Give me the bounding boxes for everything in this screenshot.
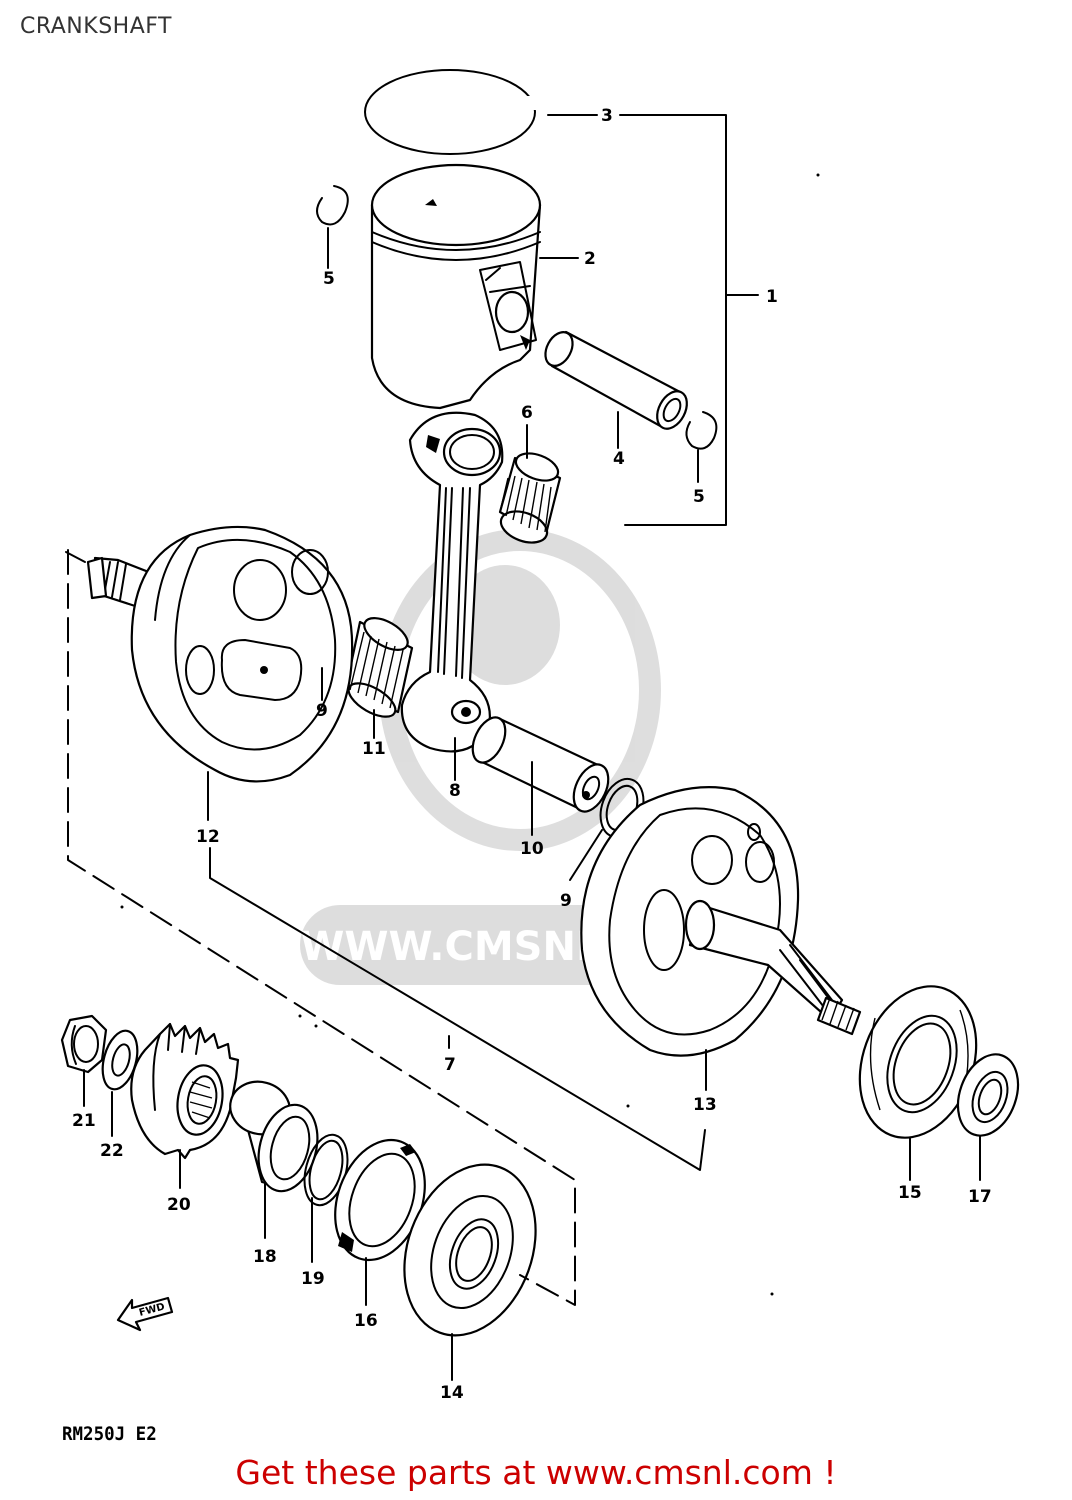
- callout-21: 21: [72, 1111, 96, 1131]
- callout-12: 12: [196, 827, 220, 847]
- piston-ring[interactable]: [364, 69, 538, 155]
- main-bearing-left[interactable]: [382, 1146, 559, 1354]
- scan-specks: [120, 173, 820, 1296]
- callout-2: 2: [584, 249, 596, 269]
- small-end-bearing[interactable]: [497, 448, 562, 548]
- big-end-bearing[interactable]: [343, 612, 414, 724]
- piston[interactable]: [370, 163, 542, 410]
- crankshaft-left[interactable]: [86, 525, 354, 783]
- callout-numbers: 1 2 3 4 5 5 6 7 8 9 9 10 11 12 13 14 15 …: [72, 106, 992, 1403]
- primary-drive-gear[interactable]: [130, 1022, 240, 1160]
- callout-9: 9: [316, 701, 328, 721]
- callout-14: 14: [440, 1383, 464, 1403]
- crankshaft-nut[interactable]: [60, 1014, 108, 1074]
- main-bearing-right[interactable]: [840, 970, 997, 1154]
- connecting-rod[interactable]: [400, 411, 504, 753]
- callout-8: 8: [449, 781, 461, 801]
- callout-18: 18: [253, 1247, 277, 1267]
- callout-16: 16: [354, 1311, 378, 1331]
- callout-4: 4: [613, 449, 625, 469]
- callout-3: 3: [601, 106, 613, 126]
- callout-6: 6: [521, 403, 533, 423]
- callout-5: 5: [323, 269, 335, 289]
- oil-seal-right[interactable]: [947, 1046, 1028, 1144]
- circlip-left[interactable]: [316, 185, 349, 226]
- callout-10: 10: [520, 839, 544, 859]
- page-title: CRANKSHAFT: [20, 14, 172, 39]
- leader-lines: [65, 114, 981, 1381]
- circlip-right[interactable]: [685, 411, 718, 450]
- callout-17: 17: [968, 1187, 992, 1207]
- model-code: RM250J E2: [62, 1423, 157, 1445]
- callout-13: 13: [693, 1095, 717, 1115]
- crankshaft-right[interactable]: [580, 786, 862, 1057]
- piston-pin[interactable]: [540, 327, 693, 433]
- callout-9b: 9: [560, 891, 572, 911]
- callout-1: 1: [766, 287, 778, 307]
- crank-pin[interactable]: [466, 712, 615, 817]
- callout-20: 20: [167, 1195, 191, 1215]
- cta-link[interactable]: Get these parts at www.cmsnl.com !: [235, 1453, 837, 1492]
- callout-5b: 5: [693, 487, 705, 507]
- callout-19: 19: [301, 1269, 325, 1289]
- callout-11: 11: [362, 739, 386, 759]
- fwd-arrow-icon: FWD: [116, 1296, 174, 1332]
- callout-7: 7: [444, 1055, 456, 1075]
- callout-15: 15: [898, 1183, 922, 1203]
- callout-22: 22: [100, 1141, 124, 1161]
- spacer[interactable]: [224, 1075, 326, 1198]
